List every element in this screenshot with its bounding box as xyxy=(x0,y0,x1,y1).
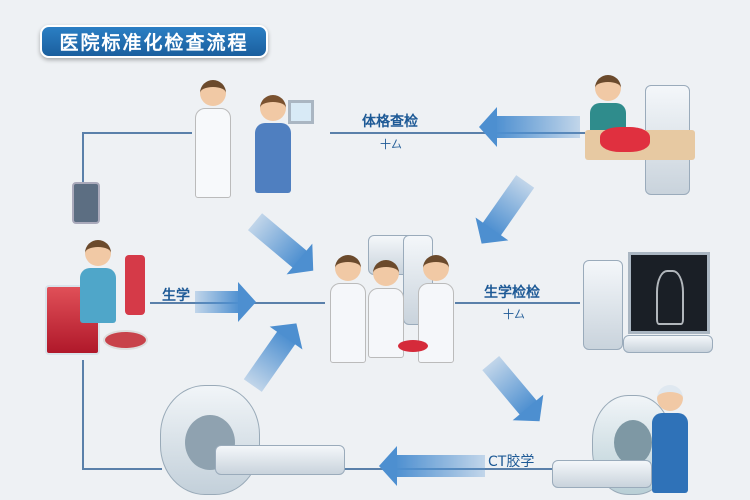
connector-line xyxy=(330,132,585,134)
lab-technician-illustration xyxy=(45,240,155,360)
xray-machine-illustration xyxy=(578,230,718,355)
step-biochem-sub: 十厶 xyxy=(503,308,525,321)
connector-line xyxy=(82,468,162,470)
arrow-left-icon xyxy=(495,116,580,138)
pathology-lab-illustration xyxy=(585,75,700,200)
ct-scanner-illustration xyxy=(160,385,350,500)
heart-monitor-device-icon xyxy=(72,182,100,224)
surgery-team-illustration xyxy=(328,235,458,363)
doctor-and-patient-illustration xyxy=(190,80,320,200)
step-ct-label: CT胶学 xyxy=(488,454,535,470)
arrow-down-left-icon xyxy=(481,175,535,237)
arrow-down-right-icon xyxy=(482,355,538,417)
step-physical-exam-label: 体格查检 xyxy=(362,114,418,130)
arrow-left-icon xyxy=(395,455,485,477)
connector-line xyxy=(455,302,580,304)
step-physical-exam-sub: 十厶 xyxy=(380,138,402,151)
ct-operator-illustration xyxy=(552,385,722,500)
arrow-down-right-icon xyxy=(247,213,309,269)
connector-line xyxy=(82,132,192,134)
connector-line xyxy=(82,360,84,470)
page-title: 医院标准化检查流程 xyxy=(40,25,268,58)
step-biochem-label: 生学检检 xyxy=(484,285,540,301)
step-lab-label: 生学 xyxy=(162,288,190,304)
arrow-up-right-icon xyxy=(243,330,297,392)
connector-line xyxy=(82,132,84,182)
arrow-right-icon xyxy=(195,282,256,322)
